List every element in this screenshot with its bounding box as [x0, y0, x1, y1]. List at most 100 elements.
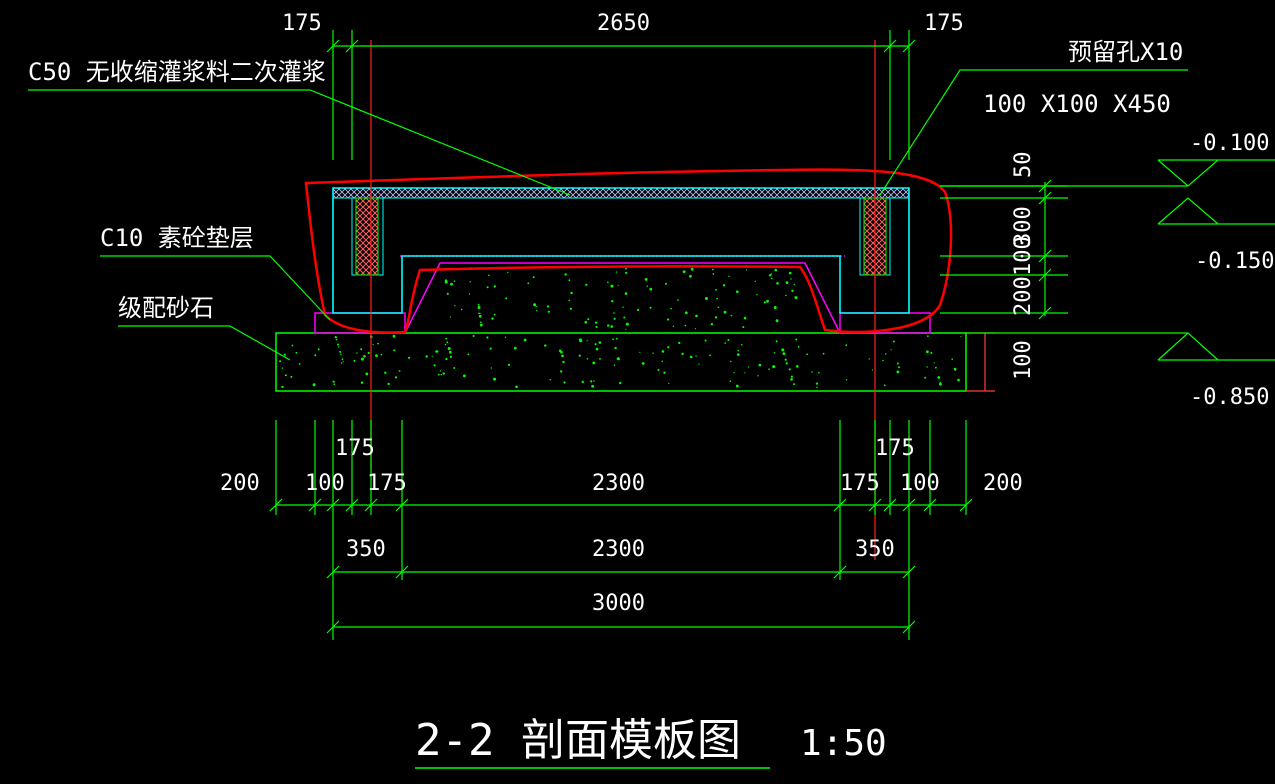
gravel-dot: [661, 350, 665, 353]
leader-lines: [28, 69, 1188, 361]
gravel-dot: [661, 360, 663, 363]
elevation-minus-0850: -0.850: [1190, 385, 1269, 410]
gravel-dot: [672, 325, 675, 327]
gravel-dot: [433, 364, 436, 367]
gravel-dot: [896, 362, 899, 365]
gravel-dot: [578, 338, 582, 342]
gravel-dot: [684, 324, 687, 327]
top-dim-right: 175: [924, 11, 964, 36]
gravel-dot: [743, 316, 747, 320]
gravel-dot: [758, 363, 762, 367]
gravel-dot: [598, 341, 602, 344]
gravel-dot: [546, 305, 550, 308]
grout-layer: [332, 187, 910, 199]
gravel-dot: [784, 358, 787, 361]
gravel-dot: [334, 336, 337, 339]
drawing-scale: 1:50: [800, 723, 887, 764]
gravel-dot: [450, 282, 453, 286]
gravel-dot: [590, 380, 593, 383]
gravel-dot: [478, 314, 482, 318]
gravel-dot: [924, 376, 927, 379]
gravel-dot: [453, 367, 456, 369]
right-dim-100b: 100: [1011, 340, 1036, 380]
gravel-dot: [649, 306, 652, 309]
gravel-dot: [564, 273, 567, 276]
gravel-dot: [694, 328, 697, 330]
row3-dim-3000: 3000: [592, 591, 645, 616]
gravel-dot: [599, 358, 601, 360]
gravel-dot: [773, 306, 777, 309]
gravel-dot: [449, 355, 452, 358]
gravel-dot: [612, 338, 614, 341]
gravel-dot: [668, 382, 670, 385]
gravel-dot: [425, 355, 428, 358]
gravel-dot: [338, 346, 340, 348]
gravel-dot: [935, 366, 937, 369]
gravel-dot: [735, 384, 739, 388]
gravel-dot: [435, 350, 437, 353]
gravel-dot: [360, 381, 364, 384]
gravel-dot: [619, 381, 622, 385]
gravel-dot: [514, 346, 517, 350]
row1-dim-200-right: 200: [983, 471, 1023, 496]
gravel-dot: [781, 348, 785, 352]
gravel-dot: [622, 306, 624, 308]
gravel-dot: [939, 382, 942, 386]
gravel-dot: [698, 363, 700, 365]
gravel-dot: [607, 324, 610, 327]
gravel-dot: [398, 370, 401, 372]
gravel-dot: [453, 280, 456, 283]
gravel-dot: [639, 351, 641, 353]
gravel-dot: [340, 362, 343, 364]
gravel-dot: [617, 284, 619, 286]
gravel-dot: [560, 350, 563, 354]
gravel-dot: [896, 370, 900, 374]
gravel-dot: [806, 353, 808, 356]
gravel-dot: [624, 292, 628, 295]
gravel-dot: [493, 313, 496, 316]
gravel-dot: [737, 349, 739, 352]
gravel-dot: [595, 321, 598, 324]
gravel-dot: [625, 271, 628, 274]
gravel-dot: [768, 274, 772, 277]
gravel-dot: [926, 366, 928, 368]
gravel-dot: [393, 349, 396, 352]
gravel-dot: [715, 288, 717, 291]
gravel-dot: [431, 355, 433, 357]
gravel-dot: [746, 269, 748, 271]
gravel-dot: [449, 316, 451, 318]
drawing-title: 2-2 剖面模板图: [415, 715, 741, 766]
gravel-dot: [790, 375, 794, 378]
gravel-dot: [763, 301, 767, 304]
gravel-dot: [295, 351, 298, 354]
gravel-dot: [337, 343, 339, 346]
gravel-dot: [479, 312, 481, 315]
gravel-dot: [636, 308, 640, 311]
gravel-dot: [717, 306, 720, 309]
gravel-dot: [768, 368, 770, 371]
gravel-dot: [740, 344, 743, 346]
gravel-dot: [356, 352, 358, 354]
gravel-dot: [439, 370, 441, 372]
gravel-dot: [581, 380, 584, 384]
top-dim-left: 175: [282, 11, 322, 36]
gravel-dot: [644, 278, 648, 281]
gravel-dot: [489, 347, 492, 350]
gravel-dot: [363, 355, 366, 358]
gravel-dot: [788, 271, 792, 275]
gravel-dot: [682, 270, 686, 274]
gravel-dot: [486, 286, 489, 289]
gravel-dot: [724, 342, 726, 344]
gravel-dot: [793, 283, 795, 286]
gravel-dot: [333, 383, 336, 386]
gravel-dot: [440, 373, 443, 376]
gravel-dot: [737, 353, 740, 356]
gravel-dot: [883, 384, 886, 387]
gravel-dot: [771, 277, 773, 280]
gravel-dot: [339, 350, 342, 353]
gravel-dots: [279, 267, 962, 389]
gravel-dot: [387, 382, 390, 386]
top-dimension: [326, 30, 916, 160]
foundation-outline: [332, 187, 910, 314]
gravel-dot: [446, 292, 449, 295]
